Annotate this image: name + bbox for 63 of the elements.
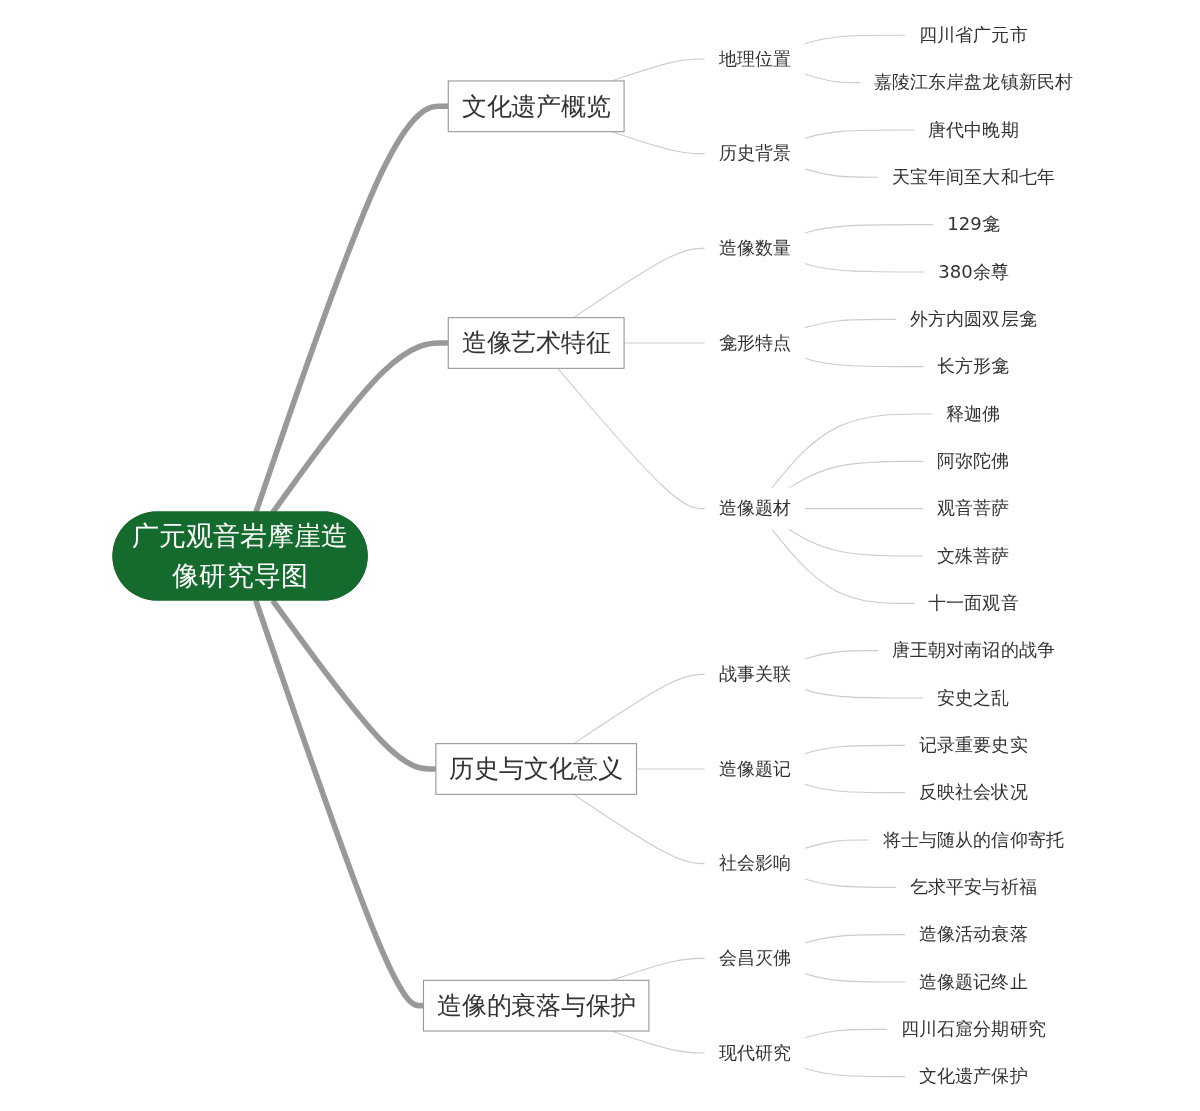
node-text: 龛形特点 [719,331,792,353]
node-text: 会昌灭佛 [719,946,792,968]
node-text: 乞求平安与祈福 [910,875,1037,897]
node-text: 造像题记 [719,757,792,779]
node-text: 地理位置 [719,47,792,69]
connector [804,649,880,660]
node-text: 嘉陵江东岸盘龙镇新民村 [874,70,1074,93]
node-text: 四川石窟分期研究 [901,1017,1046,1039]
node-text: 观音菩萨 [937,496,1010,519]
connector [771,527,916,604]
node-box: 文化遗产概览 [448,79,626,132]
node-text: 唐代中晚期 [928,118,1019,140]
node-box: 造像的衰落与保护 [423,979,650,1032]
node-text: 社会影响 [719,851,792,874]
node-text: 将士与随从的信仰寄托 [883,828,1065,850]
connector [804,1028,889,1038]
connector [804,34,907,44]
connector [804,73,862,83]
node-text: 现代研究 [719,1041,792,1063]
node-text: 造像题材 [719,496,792,519]
connector [804,933,907,944]
node-text: 外方内圆双层龛 [910,307,1037,329]
node-text: 反映社会状况 [919,780,1028,803]
node-text: 造像题记终止 [919,970,1028,992]
connector [804,318,898,328]
node-box: 历史与文化意义 [435,742,638,795]
node-text: 天宝年间至大和七年 [892,165,1056,187]
node-text: 阿弥陀佛 [937,449,1010,471]
connector [804,838,871,849]
connector [804,128,916,139]
connector [804,223,935,234]
connector [804,507,925,509]
connector [804,262,926,273]
node-text: 历史背景 [719,141,792,164]
node-text: 长方形龛 [937,354,1010,377]
node-text: 记录重要史实 [919,733,1028,755]
node-text: 安史之乱 [937,686,1010,708]
connector [771,412,934,489]
node-text: 唐王朝对南诏的战争 [892,638,1056,661]
connector [804,688,925,699]
connector [270,598,437,772]
node-text: 造像活动衰落 [919,922,1028,945]
node-text: 文殊菩萨 [937,544,1010,566]
connector [253,599,424,1008]
connector [804,1067,907,1077]
node-text: 380余尊 [938,260,1010,282]
node-text: 释迦佛 [946,402,1001,424]
connector [788,460,925,489]
connector [804,167,880,178]
node-text: 战事关联 [719,662,792,684]
node-text: 十一面观音 [928,591,1019,613]
connector [804,972,907,983]
connector [788,527,925,557]
node-text: 文化遗产保护 [919,1064,1028,1087]
node-text: 四川省广元市 [919,23,1028,45]
connector [804,783,907,793]
node-box: 造像艺术特征 [448,316,626,369]
connector [804,744,907,754]
connector [804,877,898,888]
node-text: 129龛 [947,212,1001,235]
connector [253,103,449,513]
node-text: 造像数量 [719,236,792,258]
connector [804,357,925,367]
